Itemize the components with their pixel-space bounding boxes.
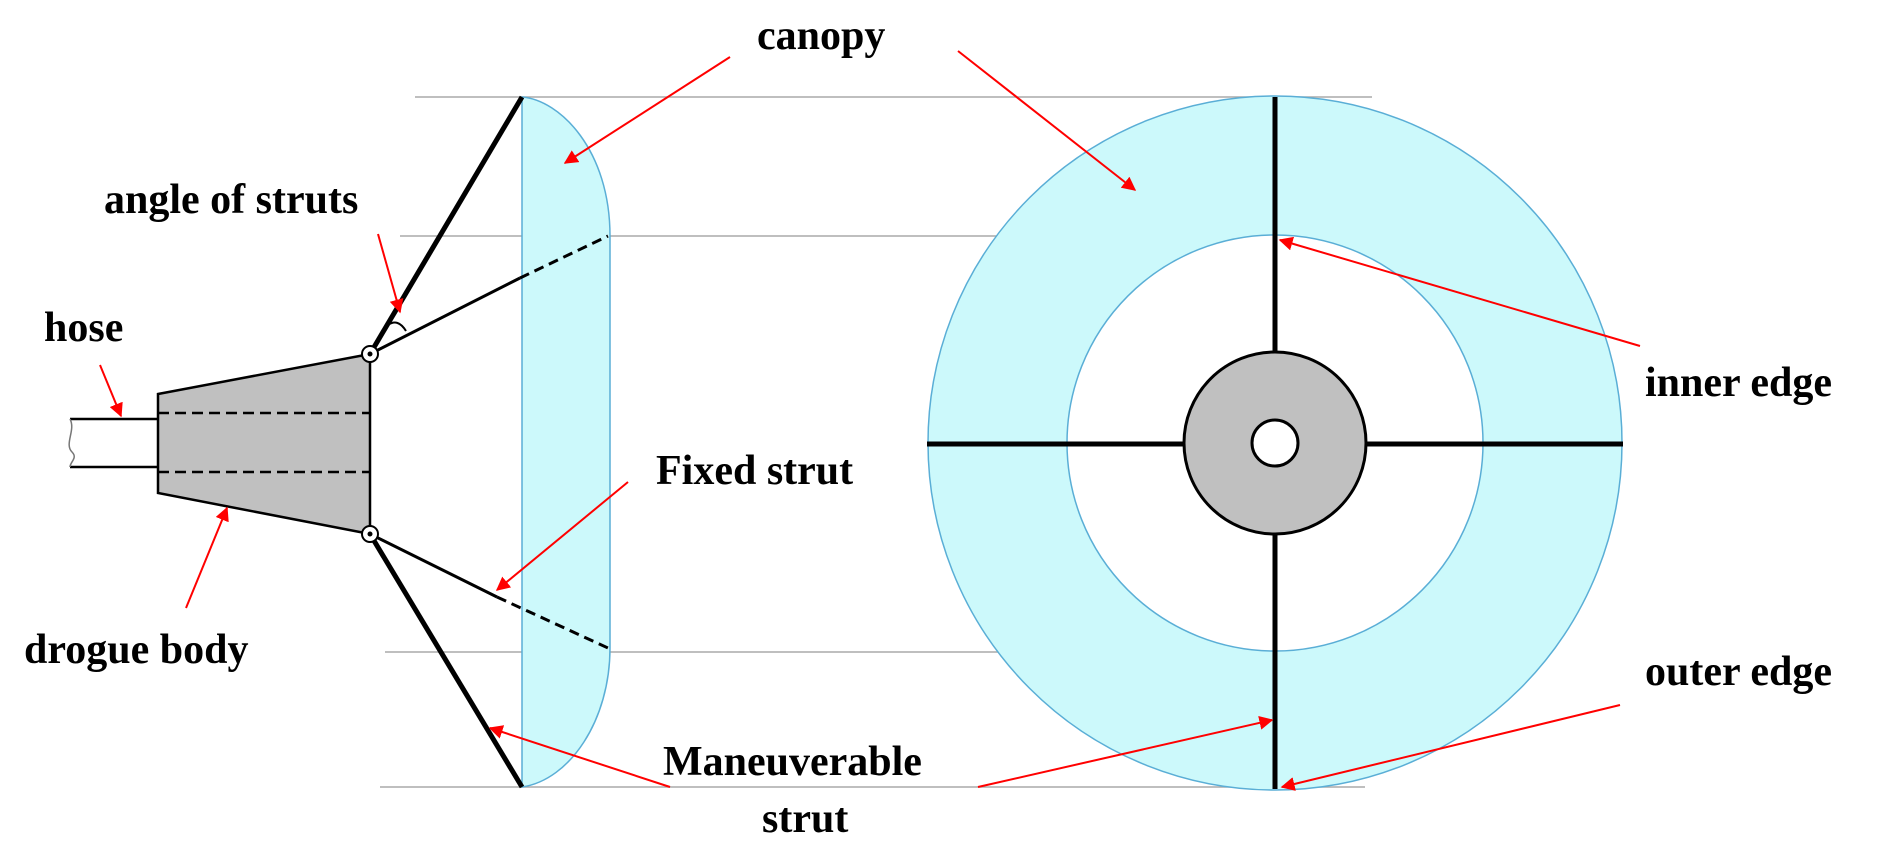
- strut-angle-arc: [387, 321, 407, 332]
- pointer-arrows: [99, 50, 1641, 791]
- hose-opening-front: [1250, 418, 1300, 468]
- strut-hinges: [361, 345, 379, 543]
- fixed-strut-top: [369, 276, 521, 356]
- fixed-strut-top-dashed: [519, 234, 609, 280]
- struts-side-view: [367, 95, 609, 789]
- label-drogue-body: drogue body: [24, 627, 248, 673]
- arrow-inner-edge: [1278, 236, 1641, 347]
- arrow-maneuverable-strut-left: [488, 725, 671, 788]
- label-angle-of-struts: angle of struts: [104, 177, 358, 223]
- label-outer-edge: outer edge: [1645, 649, 1832, 695]
- arrow-maneuverable-strut-right: [977, 715, 1274, 788]
- label-inner-edge: inner edge: [1645, 360, 1832, 406]
- arrow-canopy-left: [563, 56, 731, 164]
- arrow-drogue-body: [185, 506, 229, 609]
- fixed-strut-bottom-dashed: [496, 595, 609, 650]
- maneuverable-strut-bottom: [367, 532, 525, 789]
- label-maneuverable-line1: Maneuverable: [663, 739, 922, 785]
- label-maneuverable-line2: strut: [762, 796, 848, 842]
- label-canopy: canopy: [757, 13, 885, 59]
- arrow-canopy-right: [957, 50, 1137, 191]
- canopy-side-view: [521, 96, 611, 788]
- arrow-angle-of-struts: [377, 233, 404, 314]
- label-fixed-strut: Fixed strut: [656, 448, 853, 494]
- arrow-fixed-strut: [495, 481, 629, 591]
- arrow-outer-edge: [1280, 704, 1621, 791]
- label-hose: hose: [44, 305, 123, 351]
- hose: [68, 417, 158, 469]
- arrow-hose: [99, 364, 123, 418]
- drogue-body: [156, 352, 372, 536]
- fixed-strut-bottom: [369, 532, 498, 599]
